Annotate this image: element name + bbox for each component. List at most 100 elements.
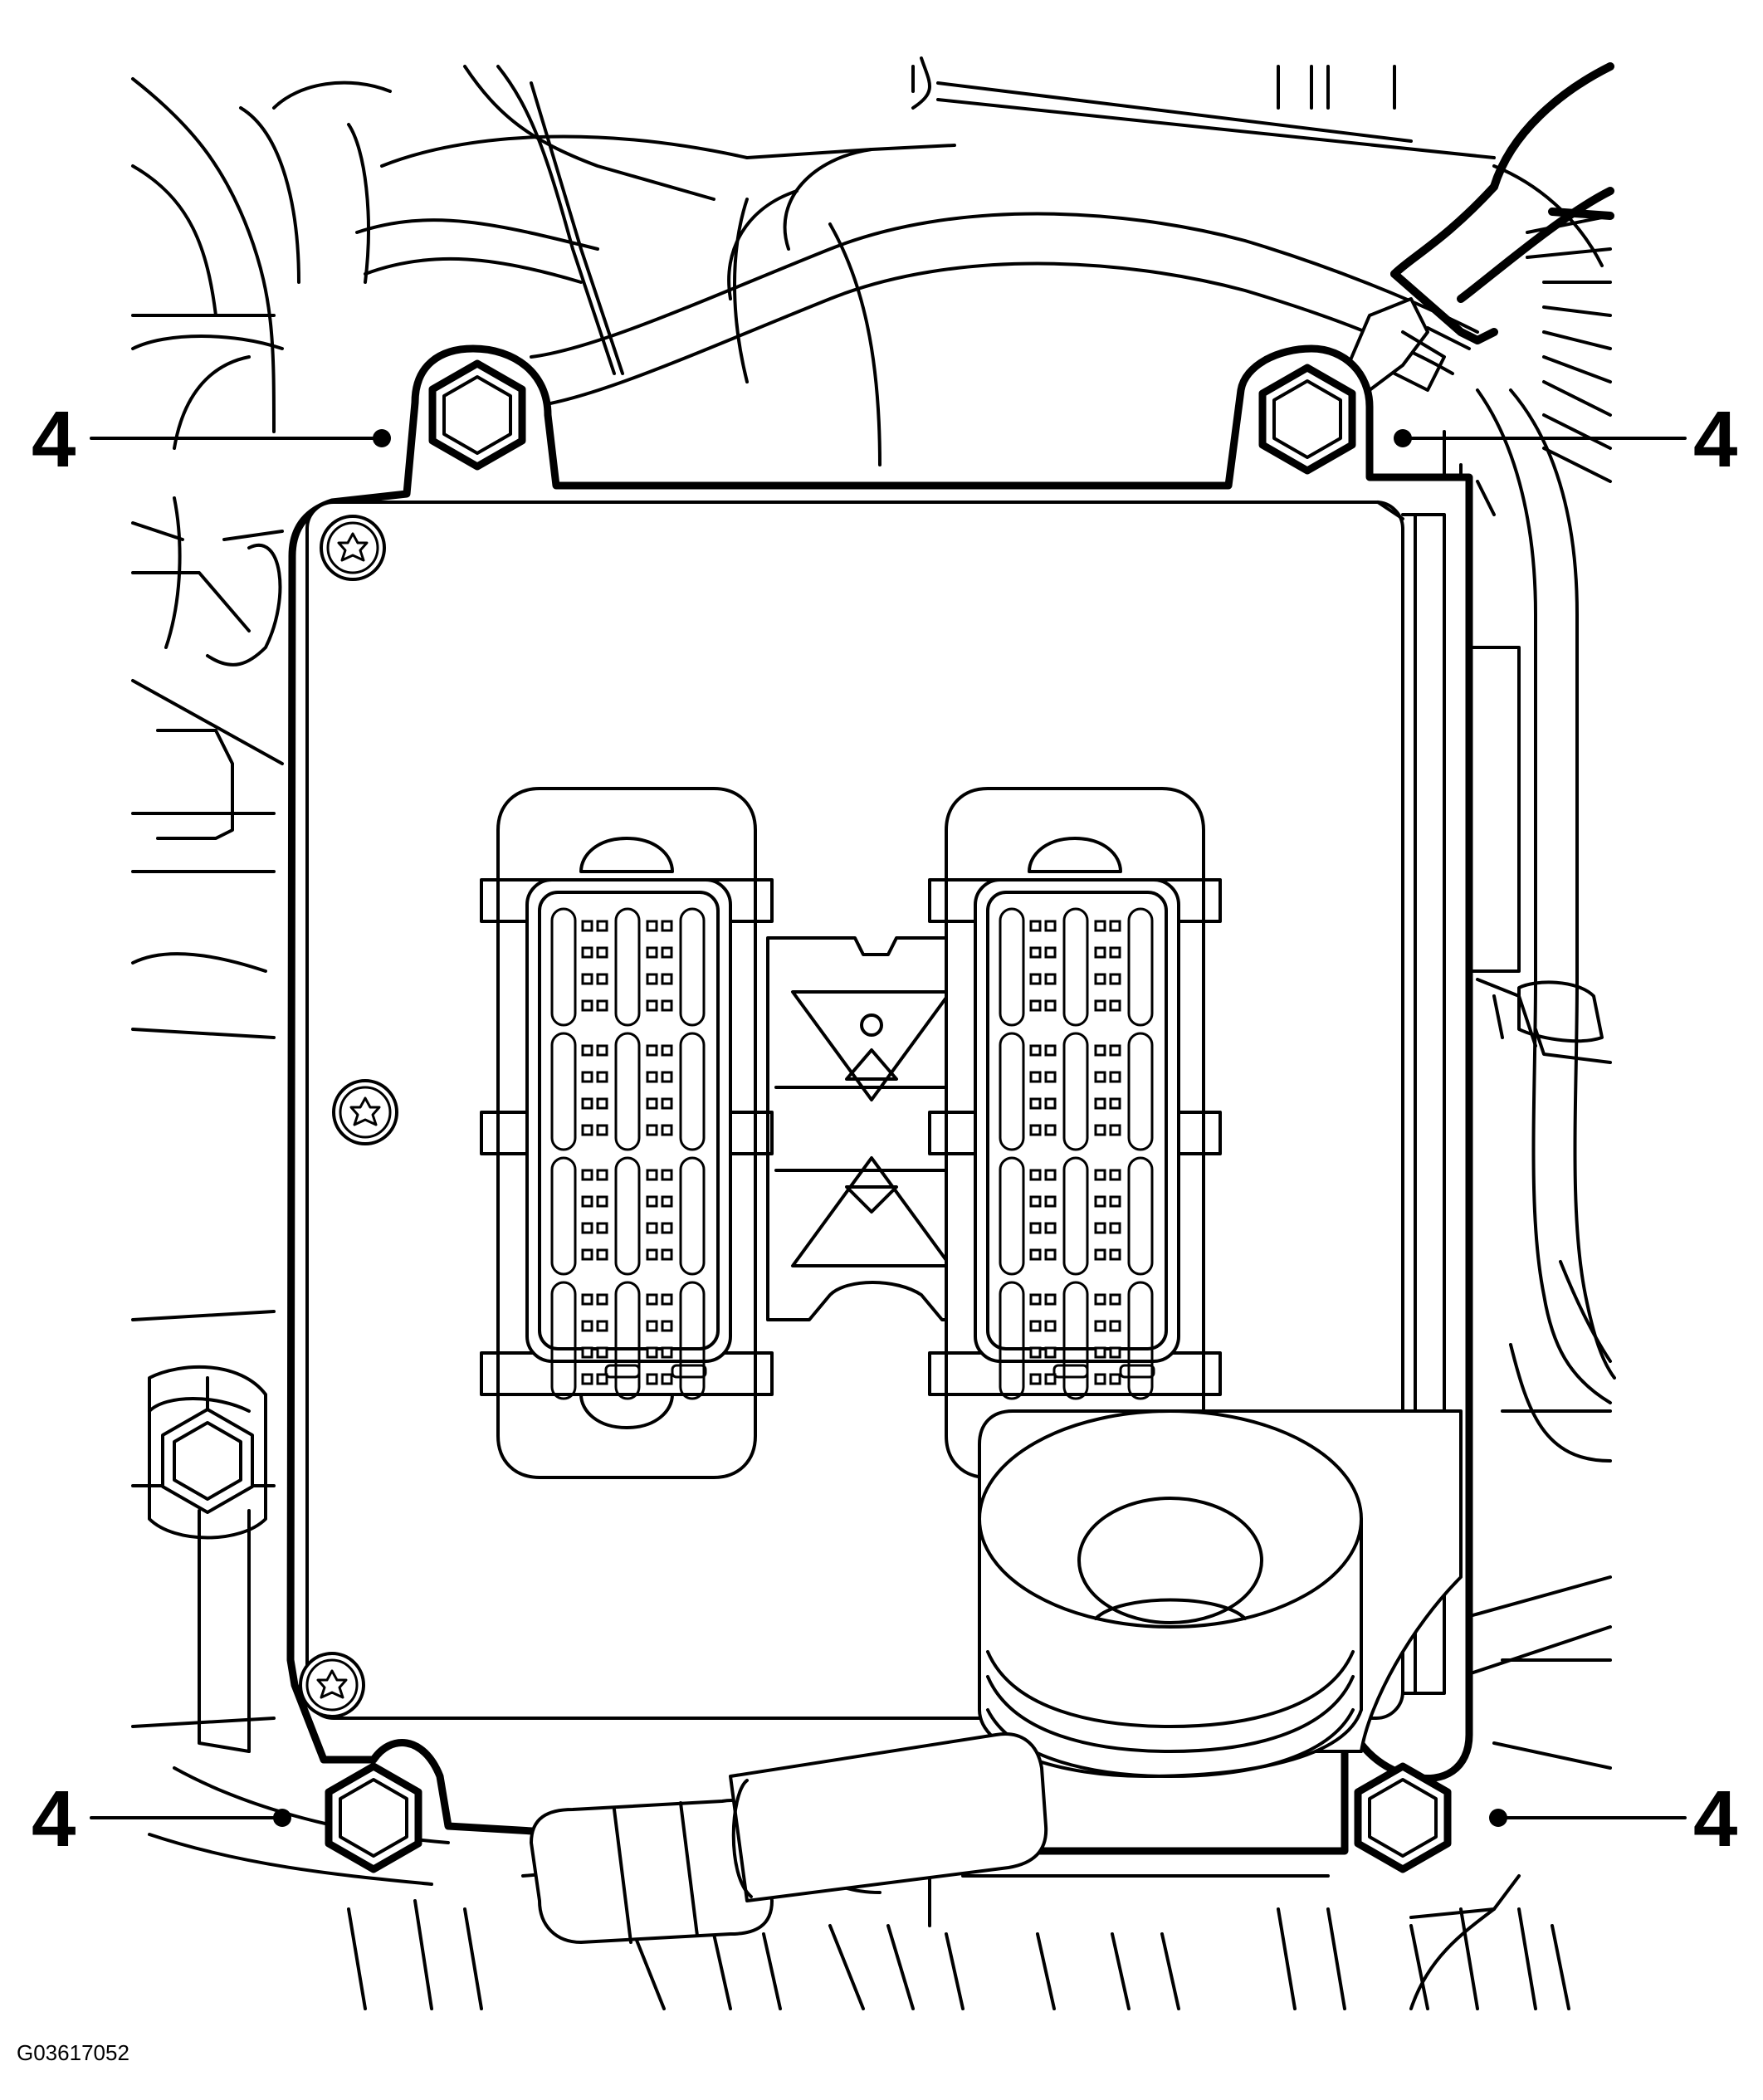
connector-pin	[1109, 1320, 1121, 1332]
connector-pin	[1094, 1373, 1106, 1385]
connector-pin	[646, 1097, 658, 1110]
connector-pin	[646, 1169, 658, 1181]
connector-pin	[1044, 1346, 1057, 1359]
connector-pin	[581, 1346, 593, 1359]
connector-pin	[661, 1222, 673, 1234]
connector-pin	[596, 1248, 608, 1261]
connector-pin	[1109, 1248, 1121, 1261]
torx-screw-icon	[299, 1652, 365, 1718]
connector-pin	[1109, 1293, 1121, 1306]
ground-terminal	[978, 1409, 1463, 1778]
connector-pin	[581, 1124, 593, 1136]
connector-pin	[661, 1346, 673, 1359]
connector-pin	[1029, 920, 1042, 932]
connector-pin	[1109, 1097, 1121, 1110]
connector-pin	[596, 1124, 608, 1136]
connector-pin	[1029, 946, 1042, 959]
callout-top-right: 4	[1394, 395, 1737, 484]
connector-pin	[1044, 1248, 1057, 1261]
connector-pin	[646, 1373, 658, 1385]
callout-bottom-left: 4	[32, 1775, 291, 1863]
torx-screw-icon	[320, 515, 386, 581]
callouts: 4 4 4 4	[32, 395, 1737, 1863]
mounting-bolts	[148, 359, 1452, 1873]
connector-pin	[1044, 1195, 1057, 1208]
connector-pin	[1029, 1071, 1042, 1083]
connector-pin	[581, 973, 593, 985]
connector-pin	[581, 1222, 593, 1234]
connector-pin	[1094, 1222, 1106, 1234]
connector-pin	[581, 1373, 593, 1385]
connector-pin	[581, 1293, 593, 1306]
connector-pin	[646, 946, 658, 959]
connector-pin	[661, 1320, 673, 1332]
connector-pin	[661, 1195, 673, 1208]
torx-screw-icon	[332, 1079, 398, 1145]
connector-pin-grid	[581, 920, 673, 1385]
connector-left	[480, 787, 774, 1479]
connector-pin	[1109, 1346, 1121, 1359]
connector-pin	[596, 1044, 608, 1057]
connector-bridge	[766, 936, 973, 1321]
connector-pin	[1109, 1124, 1121, 1136]
connector-pin	[581, 1044, 593, 1057]
connector-pin	[661, 1373, 673, 1385]
connector-pin	[1094, 1097, 1106, 1110]
connector-pin	[1044, 1222, 1057, 1234]
connector-pin	[661, 1124, 673, 1136]
connector-pin	[646, 920, 658, 932]
connector-pin	[1044, 1293, 1057, 1306]
connector-pin	[596, 946, 608, 959]
connector-pin	[596, 1169, 608, 1181]
connector-pin	[1109, 1195, 1121, 1208]
connector-pin-grid	[1029, 920, 1121, 1385]
connector-pin	[1029, 1248, 1042, 1261]
connector-pin	[1109, 1071, 1121, 1083]
connector-pin	[596, 920, 608, 932]
connector-pin	[1044, 973, 1057, 985]
connector-pin	[596, 1195, 608, 1208]
connector-pin	[661, 973, 673, 985]
connector-pin	[646, 1195, 658, 1208]
connector-pin	[596, 1346, 608, 1359]
connector-pin	[1109, 1373, 1121, 1385]
connector-pin	[661, 920, 673, 932]
connector-pin	[596, 999, 608, 1012]
connector-pin	[1029, 1293, 1042, 1306]
connector-pin	[1029, 1169, 1042, 1181]
connector-pin	[1094, 1124, 1106, 1136]
connector-pin	[581, 946, 593, 959]
connector-pin	[646, 1293, 658, 1306]
connector-pin	[661, 1293, 673, 1306]
connector-pin	[581, 999, 593, 1012]
connector-pin	[646, 1044, 658, 1057]
connector-pin	[1044, 1320, 1057, 1332]
connector-pin	[646, 999, 658, 1012]
connector-pin	[1109, 999, 1121, 1012]
connector-pin	[581, 1248, 593, 1261]
connector-pin	[1109, 1169, 1121, 1181]
connector-pin	[661, 1248, 673, 1261]
connector-pin	[1094, 1320, 1106, 1332]
connector-pin	[661, 999, 673, 1012]
connector-pin	[1029, 1222, 1042, 1234]
connector-pin	[646, 973, 658, 985]
connector-pin	[596, 1097, 608, 1110]
connector-pin	[1094, 946, 1106, 959]
figure-code: G03617052	[17, 2040, 129, 2065]
connector-pin	[661, 1097, 673, 1110]
connector-pin	[1094, 1071, 1106, 1083]
callout-bottom-right: 4	[1489, 1775, 1737, 1863]
connector-pin	[646, 1124, 658, 1136]
callout-label: 4	[1693, 1775, 1737, 1863]
connector-pin	[646, 1248, 658, 1261]
connector-pin	[1044, 999, 1057, 1012]
connector-pin	[1109, 1222, 1121, 1234]
connector-pin	[1044, 1124, 1057, 1136]
connector-pin	[581, 1071, 593, 1083]
connector-pin	[1029, 1346, 1042, 1359]
connector-pin	[1094, 1195, 1106, 1208]
connector-pin	[1094, 1248, 1106, 1261]
connector-pin	[1094, 999, 1106, 1012]
connector-pin	[1109, 946, 1121, 959]
